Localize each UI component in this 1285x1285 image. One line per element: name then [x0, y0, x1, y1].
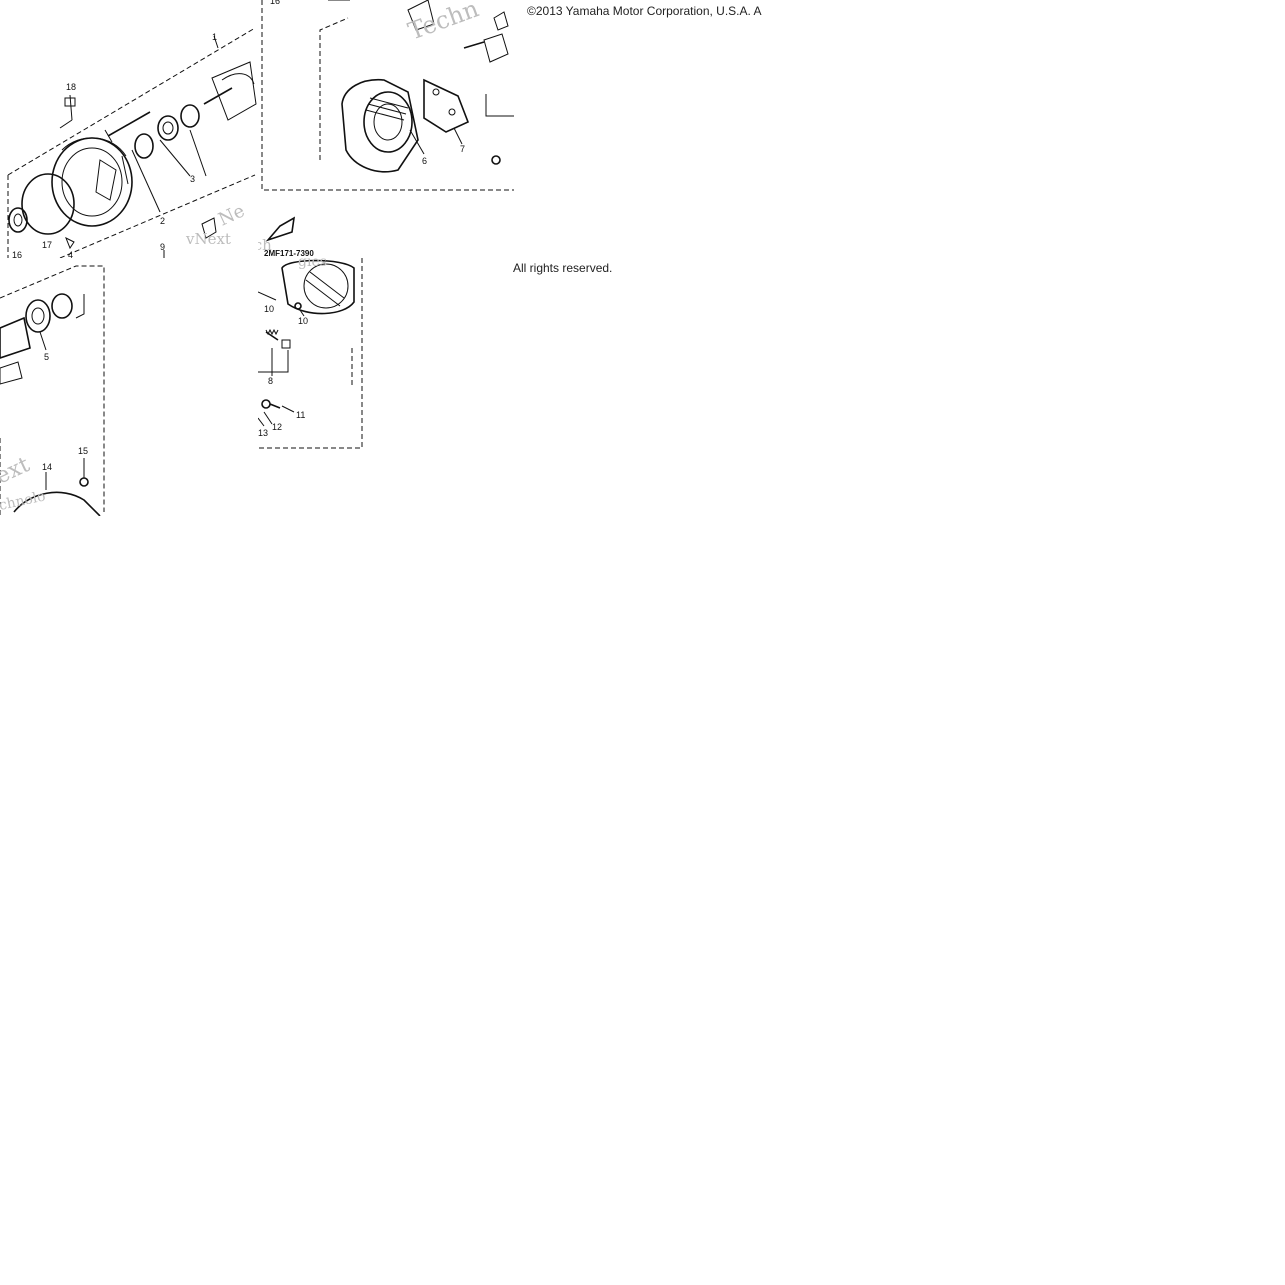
diagram-tile-bottom-left: 5 14 15 ext chnolo	[0, 258, 258, 516]
rights-notice: All rights reserved.	[513, 261, 613, 275]
watermark-text: Tech	[258, 236, 272, 254]
watermark-text: vNext	[185, 230, 231, 248]
callout-13: 13	[258, 428, 268, 438]
copyright-notice: ©2013 Yamaha Motor Corporation, U.S.A. A	[527, 4, 762, 18]
callout-18: 18	[66, 82, 76, 92]
callout-15: 15	[78, 446, 88, 456]
exploded-view-right-housing: 16 6 7	[258, 0, 514, 258]
callout-8: 8	[268, 376, 273, 386]
callout-16-upper: 16	[270, 0, 280, 6]
diagram-tile-top-right: 16 6 7	[258, 0, 516, 258]
callout-12: 12	[272, 422, 282, 432]
callout-16-lower: 16	[12, 250, 22, 258]
exploded-view-brush-holder: 10 10 8 11 12 13 gies	[258, 258, 363, 449]
diagram-tile-top-left: 1 18 3 2 9 17 4 16 vNext Ne	[0, 0, 258, 258]
watermark-text: ext	[0, 452, 34, 489]
diagram-part-number: 2MF171-7390	[264, 249, 314, 258]
exploded-view-front-assembly: 5 14 15 ext chnolo	[0, 265, 105, 516]
callout-7: 7	[460, 144, 465, 154]
watermark-text: Ne	[215, 200, 248, 230]
exploded-view-left-housing: 1 18 3 2 9 17 4 16 vNext Ne	[7, 27, 257, 258]
callout-10-left: 10	[264, 304, 274, 314]
watermark-text: chnolo	[0, 488, 47, 513]
diagram-tile-bottom-right: 10 10 8 11 12 13 gies	[258, 258, 516, 516]
callout-17: 17	[42, 240, 52, 250]
callout-5: 5	[44, 352, 49, 362]
callout-4: 4	[68, 250, 73, 258]
callout-14: 14	[42, 462, 52, 472]
callout-1: 1	[212, 32, 217, 42]
callout-6: 6	[422, 156, 427, 166]
callout-2: 2	[160, 216, 165, 226]
callout-9: 9	[160, 242, 165, 252]
watermark-text: Techn	[404, 0, 482, 46]
callout-11: 11	[296, 410, 305, 420]
watermark-text: gies	[298, 258, 327, 270]
callout-3: 3	[190, 174, 195, 184]
callout-10-right: 10	[298, 316, 308, 326]
